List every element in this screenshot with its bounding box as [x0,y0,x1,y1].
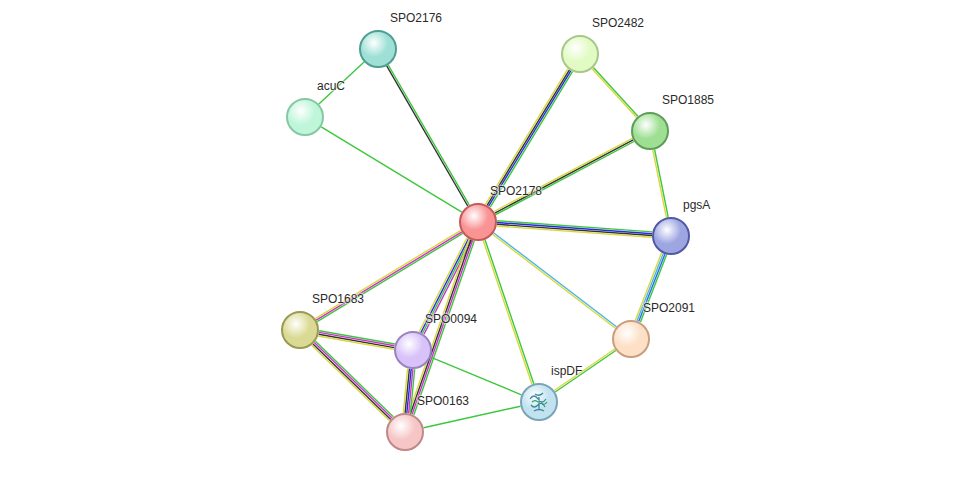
node-label: SPO2482 [592,16,644,30]
evidence-strand [317,233,463,321]
evidence-strand [412,240,473,414]
evidence-strand [593,68,638,117]
evidence-strand [489,71,571,207]
evidence-strand [414,241,475,415]
evidence-strand [483,240,532,384]
evidence-strand [496,142,634,215]
evidence-strand [655,150,669,218]
evidence-strand [319,334,395,347]
interaction-edge [431,357,522,395]
evidence-strand [431,357,522,395]
evidence-strand [485,240,534,384]
evidence-strand [409,239,470,413]
evidence-strand [319,331,395,344]
evidence-strand [497,226,652,237]
interaction-edge [493,233,617,328]
evidence-strand [316,232,462,320]
node-label: SPO1885 [662,93,714,107]
node-label: acuC [317,79,345,93]
evidence-strand [312,345,390,421]
node-label: SPO2178 [490,184,542,198]
interaction-edge [483,240,534,385]
evidence-strand [497,224,652,235]
interaction-edge [486,69,573,207]
node-label: SPO0163 [417,394,469,408]
evidence-strand [410,240,471,414]
protein-node: acuC [286,98,324,136]
interaction-edge [318,331,395,350]
interaction-edge [424,406,521,428]
node-label: SPO0094 [425,312,477,326]
node-label: ispDF [551,364,582,378]
protein-node: SPO1683 [281,311,319,349]
evidence-strand [424,406,521,428]
evidence-strand [319,332,395,345]
protein-node: ispDF [520,383,558,421]
protein-node: pgsA [652,217,690,255]
evidence-strand [387,66,468,206]
node-label: SPO1683 [312,292,364,306]
evidence-strand [653,150,667,218]
evidence-strand [313,344,391,420]
evidence-strand [486,69,568,205]
evidence-strand [490,72,572,208]
evidence-strand [403,369,407,413]
evidence-strand [494,138,632,211]
evidence-strand [592,69,637,118]
interaction-edge [315,230,462,321]
protein-node: SPO0163 [386,413,424,451]
interaction-edge [497,221,652,238]
protein-node: SPO2482 [561,35,599,73]
evidence-strand [321,127,462,212]
interaction-edge [653,150,668,218]
interaction-edge [403,369,414,414]
evidence-strand [314,343,392,419]
interaction-edge [592,68,638,118]
evidence-strand [495,140,633,213]
protein-node: SPO0094 [394,331,432,369]
protein-node: SPO2178 [459,203,497,241]
interaction-edge [387,65,470,206]
interaction-edge [494,138,634,214]
evidence-strand [316,341,394,417]
evidence-strand [388,65,469,205]
node-label: SPO2091 [643,301,695,315]
protein-node: SPO1885 [631,112,669,150]
protein-node: SPO2091 [612,320,650,358]
evidence-strand [318,336,394,349]
interaction-edge [321,127,462,212]
interaction-edge [312,341,394,420]
node-label: pgsA [683,198,710,212]
evidence-strand [494,233,617,327]
node-label: SPO2176 [390,11,442,25]
interaction-edge [409,239,475,415]
structure-icon [522,385,556,419]
protein-node: SPO2176 [359,30,397,68]
evidence-strand [487,70,569,206]
